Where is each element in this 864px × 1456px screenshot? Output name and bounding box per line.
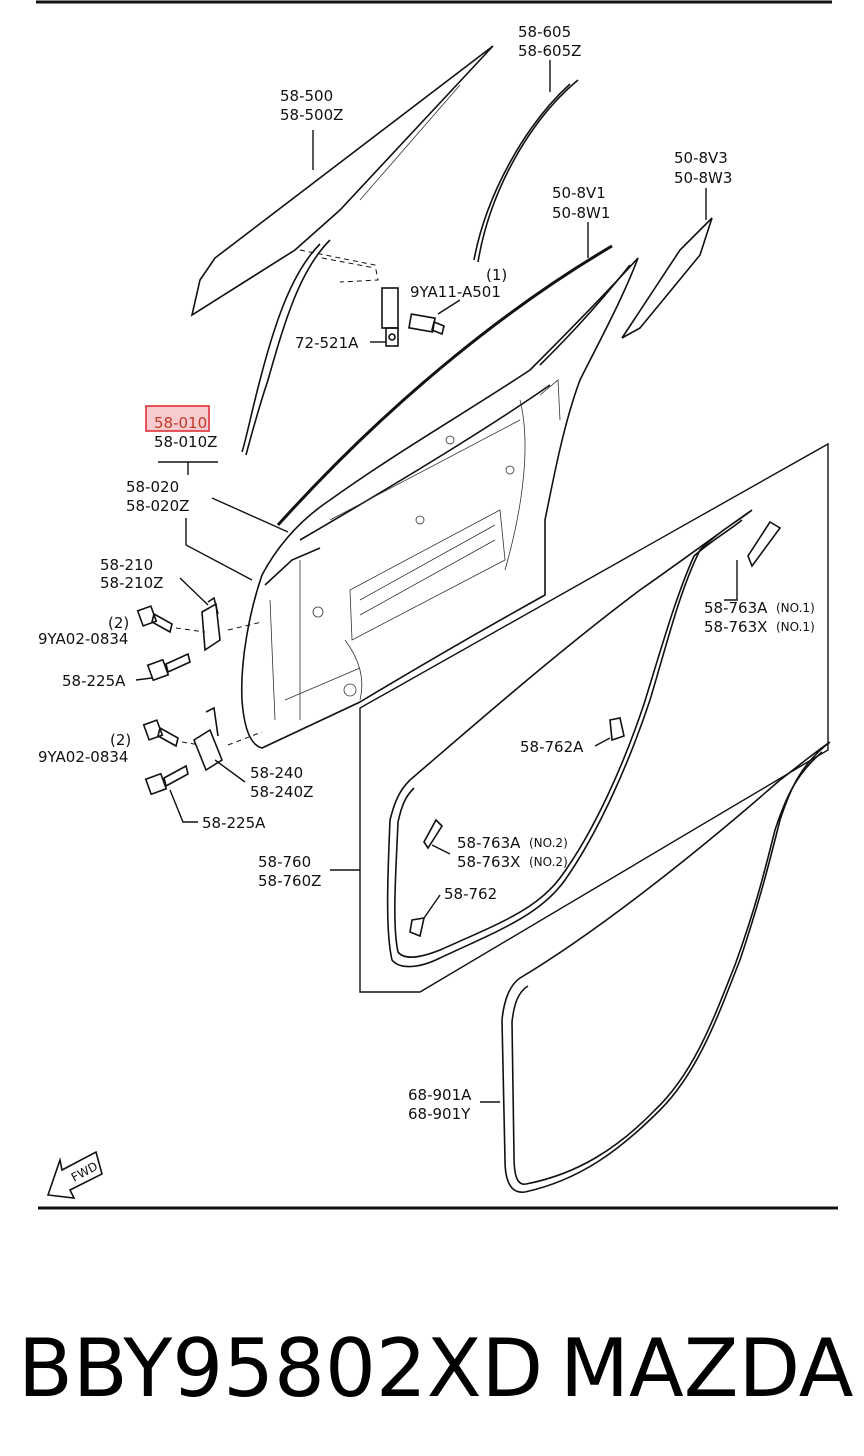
label-72-521a: 72-521A [295,334,359,352]
caption-part-number: BBY95802XD [18,1322,543,1415]
label-58-605z: 58-605Z [518,42,581,60]
label-58-500z: 58-500Z [280,106,343,124]
label-50-8v1: 50-8V1 [552,184,606,202]
label-50-8w3: 50-8W3 [674,169,732,187]
hinge-bolt-upper [136,605,206,634]
label-58-763x-no1: 58-763X [704,618,767,636]
door-weatherstrip [386,509,753,968]
label-no2-a: (NO.2) [529,836,568,850]
label-58-762a: 58-762A [520,738,584,756]
door-glass [190,45,494,317]
hinge-bolt-225a-lower [144,764,198,823]
hinge-bolt-225a-upper [135,652,191,682]
label-58-020: 58-020 [126,478,179,496]
label-50-8w1: 50-8W1 [552,204,610,222]
clip-762 [409,894,441,938]
highlight-box-58-010 [145,405,210,432]
label-58-760z: 58-760Z [258,872,321,890]
hinge-bolt-lower [142,719,201,748]
label-qty-1: (1) [486,266,507,284]
label-58-210z: 58-210Z [100,574,163,592]
opening-weatherstrip [480,741,831,1193]
label-qty-2a: (2) [108,614,129,632]
label-no2-b: (NO.2) [529,855,568,869]
clip-763a-no2 [423,818,451,855]
door-shell [240,257,639,749]
glass-bracket [299,249,399,347]
label-58-500: 58-500 [280,87,333,105]
label-58-225a-lower: 58-225A [202,814,266,832]
label-58-763a-no2: 58-763A [457,834,521,852]
label-68-901y: 68-901Y [408,1105,471,1123]
clip-762a [594,717,625,747]
label-50-8v3: 50-8V3 [674,149,728,167]
label-58-240z: 58-240Z [250,783,313,801]
leaders-shell [158,461,289,581]
label-9ya11: 9YA11-A501 [410,283,501,301]
label-68-901a: 68-901A [408,1086,472,1104]
clip-763a-no1 [747,520,782,568]
mirror-garnish [621,188,713,339]
label-qty-2b: (2) [110,731,131,749]
label-58-210: 58-210 [100,556,153,574]
label-no1-b: (NO.1) [776,620,815,634]
label-58-020z: 58-020Z [126,497,189,515]
weatherstrip-box [330,442,829,993]
label-58-605: 58-605 [518,23,571,41]
label-58-225a-upper: 58-225A [62,672,126,690]
label-58-240: 58-240 [250,764,303,782]
caption-brand: MAZDA [560,1322,854,1415]
label-58-010: 58-010 [154,414,207,432]
front-channel-strip [241,239,331,456]
label-9ya02-lower: 9YA02-0834 [38,748,128,766]
label-58-010z: 58-010Z [154,433,217,451]
label-58-763x-no2: 58-763X [457,853,520,871]
belt-molding [276,222,613,527]
label-58-762: 58-762 [444,885,497,903]
label-58-763a-no1: 58-763A [704,599,768,617]
label-9ya02-upper: 9YA02-0834 [38,630,128,648]
fwd-arrow [46,1150,103,1199]
lower-hinge [193,706,263,783]
label-58-760: 58-760 [258,853,311,871]
label-no1-a: (NO.1) [776,601,815,615]
upper-hinge [179,577,263,652]
bolt-9ya11 [408,299,461,336]
fwd-label: FWD [69,1159,100,1185]
glass-run-channel [473,60,579,263]
